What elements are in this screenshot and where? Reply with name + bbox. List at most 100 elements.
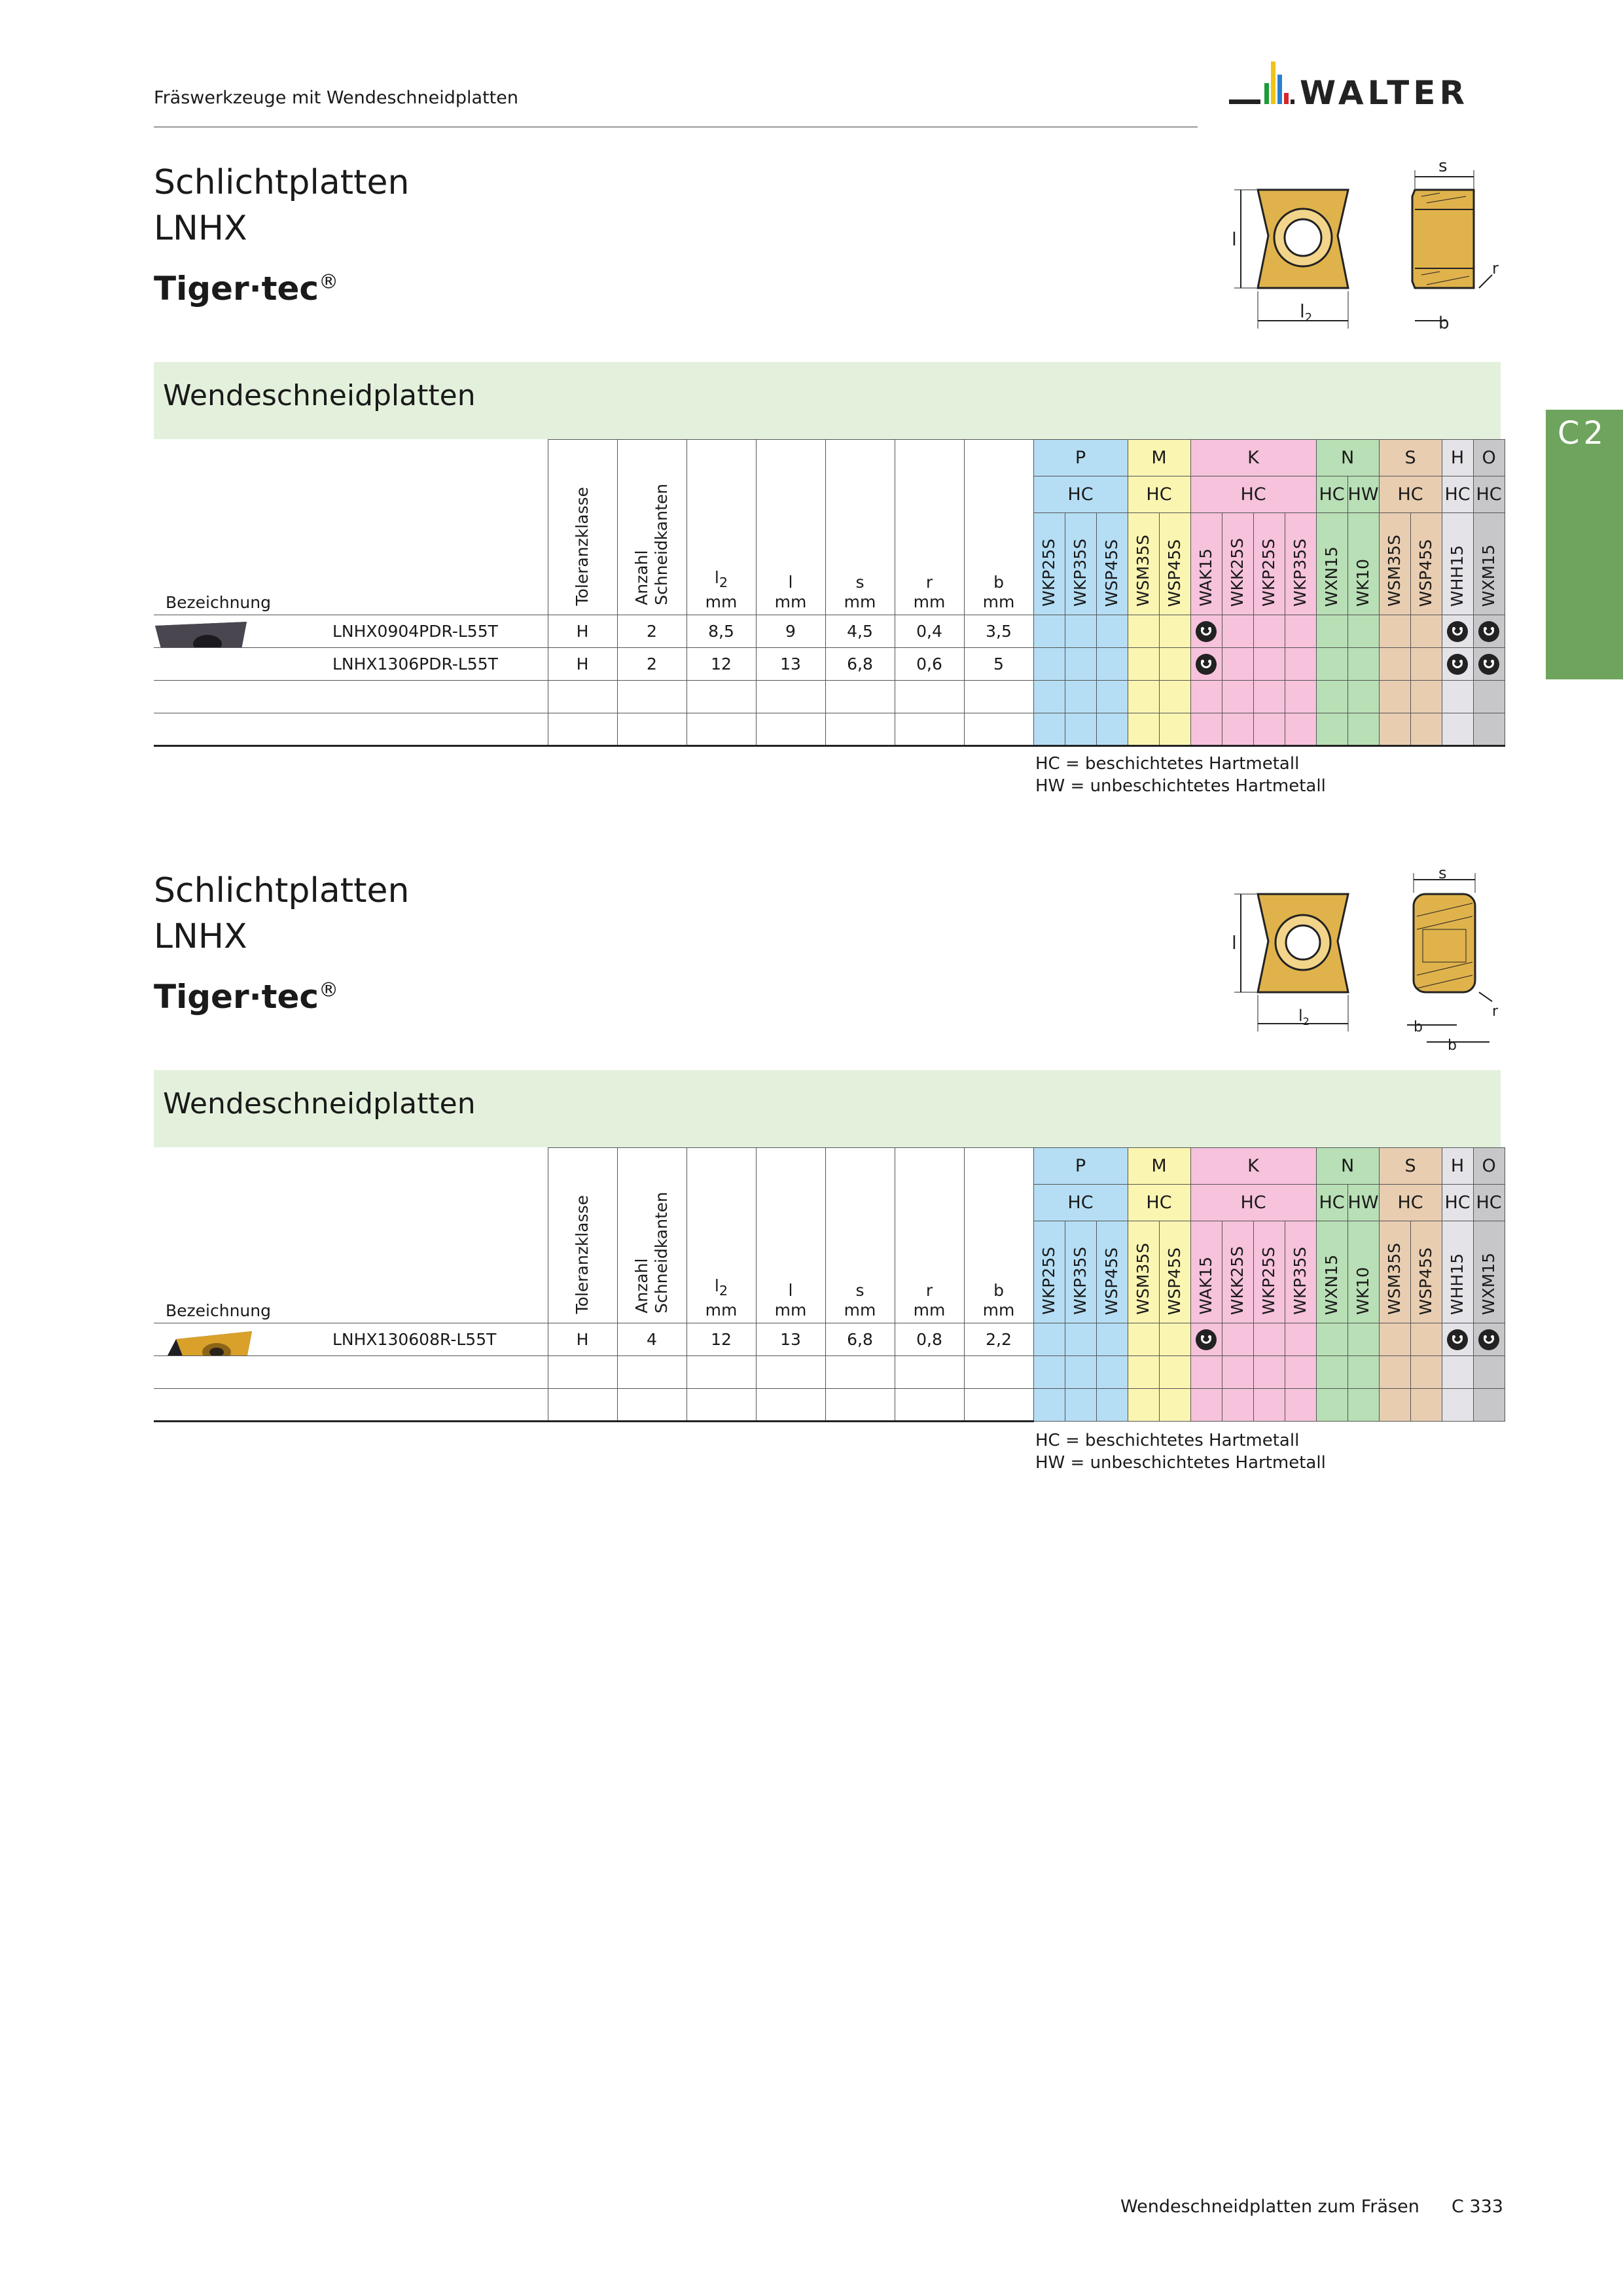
grade-cell: [1064, 713, 1097, 746]
table-row-empty: [154, 713, 1505, 747]
table-row[interactable]: LNHX1306PDR-L55T H 2 12 13 6,8 0,6 5: [154, 647, 1505, 681]
svg-text:l2: l2: [1298, 1007, 1310, 1028]
grade-header: WKP25S: [1033, 512, 1065, 615]
table-cell: [825, 1355, 895, 1389]
section1-band-label: Wendeschneidplatten: [163, 379, 476, 412]
grade-cell: [1315, 647, 1348, 681]
chapter-tab-label: C2: [1558, 415, 1608, 452]
header-b-letter: b: [993, 1281, 1004, 1300]
walter-logo: WALTER: [1229, 62, 1469, 112]
grade-cell: [1378, 680, 1411, 713]
grade-cell: [1190, 713, 1222, 746]
grade-cell: [1410, 615, 1442, 648]
grade-cell-available: [1441, 1323, 1474, 1356]
group-S: S: [1378, 439, 1442, 476]
section2-diagram-label-l: l: [1232, 932, 1237, 954]
grade-cell: [1410, 1323, 1442, 1356]
chapter-tab[interactable]: C2: [1546, 410, 1623, 679]
grade-label: WKP35S: [1071, 539, 1090, 607]
header-tolerance-label: Toleranzklasse: [573, 1194, 592, 1314]
logo-wordmark: WALTER: [1300, 74, 1469, 112]
grade-label: WKP35S: [1071, 1247, 1090, 1315]
grade-cell: [1284, 647, 1317, 681]
grade-cell: [1158, 1323, 1191, 1356]
designation-cell: [154, 680, 548, 713]
grade-label: WSP45S: [1102, 1247, 1121, 1315]
grade-cell: [1190, 1355, 1222, 1389]
header-s-letter: s: [855, 573, 865, 592]
grade-label: WKP25S: [1259, 1247, 1279, 1315]
available-smiley-icon: [1447, 1329, 1469, 1350]
table-cell: [616, 680, 687, 713]
group-H: H: [1441, 439, 1474, 476]
grade-cell: [1221, 1388, 1254, 1422]
section2-diagram-label-r: r: [1492, 1003, 1499, 1020]
grade-cell: [1221, 1323, 1254, 1356]
grade-label: WKK25S: [1228, 537, 1247, 607]
table-row[interactable]: LNHX0904PDR-L55T H 2 8,5 9 4,5 0,4 3,5: [154, 615, 1505, 648]
section1-insert-diagram: l l2 s b r: [1232, 157, 1499, 333]
table-row[interactable]: LNHX130608R-L55T H 4 12 13 6,8 0,8 2,2: [154, 1323, 1505, 1356]
section2-insert-diagram: l l2 s b b r: [1232, 864, 1499, 1054]
section1-brand-mark: ®: [319, 270, 339, 294]
designation-cell: [154, 713, 548, 747]
grade-header: WSP45S: [1096, 1221, 1128, 1323]
grade-label: WKK25S: [1228, 1246, 1247, 1315]
grade-cell: [1472, 713, 1505, 746]
l-cell: 13: [755, 1323, 826, 1356]
grade-label: WK10: [1353, 559, 1373, 607]
grade-cell: [1221, 647, 1254, 681]
header-divider: [154, 126, 1198, 128]
legend-hw: HW = unbeschichtetes Hartmetall: [1035, 776, 1326, 796]
grade-header: WHH15: [1441, 512, 1474, 615]
b-cell: 5: [963, 647, 1034, 681]
grade-label: WAK15: [1196, 548, 1216, 607]
grade-label: WSP45S: [1102, 539, 1121, 607]
grade-cell: [1096, 713, 1128, 746]
available-smiley-icon: [1478, 1329, 1500, 1350]
table-cell: [686, 1355, 757, 1389]
group-N-sub-hc: HC: [1315, 476, 1348, 513]
available-smiley-icon: [1447, 653, 1469, 675]
table-cell: [755, 713, 826, 747]
grade-cell: [1315, 615, 1348, 648]
designation-cell: [154, 1388, 548, 1422]
grade-cell: [1127, 1323, 1160, 1356]
group-K-sub: HC: [1190, 476, 1317, 513]
designation-cell: [154, 1355, 548, 1389]
grade-cell: [1347, 680, 1380, 713]
section1-title-line2: LNHX: [154, 209, 247, 248]
grade-cell: [1158, 1355, 1191, 1389]
grade-label: WSP45S: [1416, 1247, 1436, 1315]
grade-cell: [1378, 1388, 1411, 1422]
available-smiley-icon: [1196, 620, 1217, 642]
group-K-sub: HC: [1190, 1184, 1317, 1221]
grade-header: WSP45S: [1410, 512, 1442, 615]
grade-header: WKK25S: [1221, 512, 1254, 615]
grade-header: WK10: [1347, 512, 1380, 615]
grade-cell: [1064, 680, 1097, 713]
designation-text: LNHX130608R-L55T: [332, 1330, 497, 1349]
b-cell: 3,5: [963, 615, 1034, 648]
group-P: P: [1033, 1147, 1128, 1185]
group-N: N: [1315, 1147, 1380, 1185]
grade-header: WKP25S: [1253, 512, 1285, 615]
grade-header: WKP35S: [1284, 512, 1317, 615]
section2-title: Schlichtplatten LNHX: [154, 868, 409, 960]
header-r-letter: r: [925, 573, 933, 592]
table-cell: [547, 713, 618, 747]
grade-header: WSP45S: [1158, 1221, 1191, 1323]
table-cell: [894, 1355, 965, 1389]
grade-cell-available: [1472, 615, 1505, 648]
header-l2-sub: 2: [719, 575, 728, 590]
grade-cell-available: [1441, 647, 1474, 681]
grade-label: WXM15: [1479, 544, 1499, 607]
group-O: O: [1472, 439, 1505, 476]
grade-cell: [1033, 680, 1065, 713]
edges-cell: 4: [616, 1323, 687, 1356]
